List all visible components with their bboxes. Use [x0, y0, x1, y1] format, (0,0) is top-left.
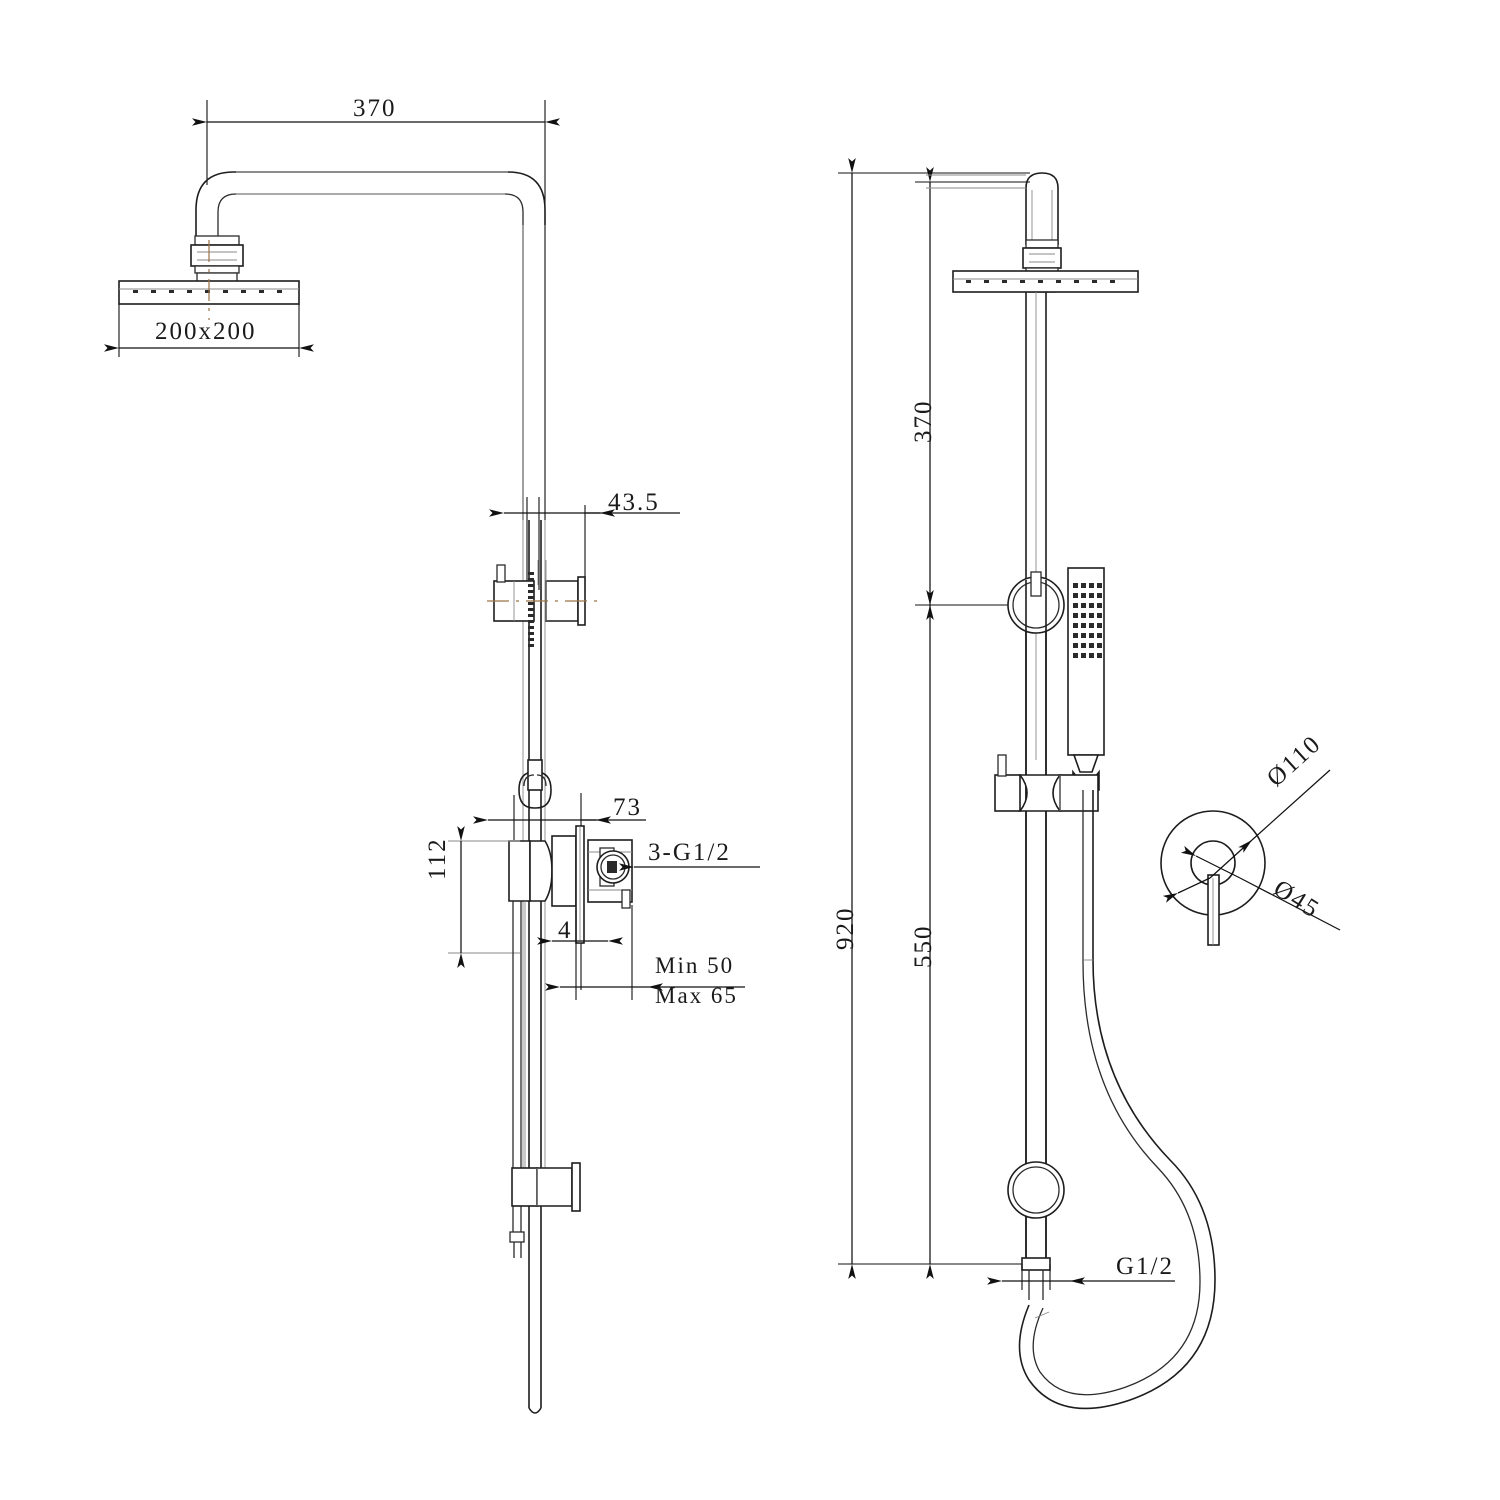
label-rail-height: 550	[910, 924, 937, 969]
swivel-joint	[190, 235, 244, 291]
side-elevation-view	[838, 158, 1216, 1410]
rain-shower-head-side	[952, 270, 1139, 293]
dimension-arm-reach	[192, 100, 560, 205]
bottom-outlet-elbow	[1021, 1257, 1051, 1300]
label-head-size: 200x200	[155, 318, 257, 345]
shower-arm	[195, 171, 546, 520]
lever-handle	[1207, 874, 1220, 946]
dimension-overall-height	[838, 158, 1030, 1279]
mixer-valve-body	[508, 825, 633, 944]
label-overall-height: 920	[832, 906, 859, 951]
hand-shower-spray-holes	[1073, 583, 1102, 658]
dimension-holder-projection	[489, 497, 680, 590]
label-valve-projection: 73	[613, 794, 642, 821]
slider-bracket-side	[994, 754, 1099, 812]
label-port-thread: 3-G1/2	[648, 839, 731, 866]
dimension-rough-in	[545, 905, 745, 1000]
label-rough-max: Max 65	[655, 983, 738, 1008]
label-head-height: 370	[910, 399, 937, 444]
label-arm-reach: 370	[353, 95, 397, 122]
hand-shower	[1067, 567, 1105, 791]
front-elevation-view	[104, 100, 760, 1414]
diverter-elbow	[518, 759, 552, 809]
label-inlet-thread: G1/2	[1116, 1253, 1174, 1280]
side-shower-arm	[926, 172, 1059, 245]
lower-rail-collar	[1007, 1161, 1065, 1219]
upper-rail-collar	[1007, 571, 1065, 1258]
dimension-head-height	[915, 167, 1035, 620]
nozzle-dots	[133, 290, 282, 293]
knurl-band	[528, 572, 534, 647]
leader-g12-inlet	[987, 1264, 1175, 1290]
leader-dia-110	[1162, 769, 1331, 903]
label-holder-projection: 43.5	[608, 489, 660, 516]
dimension-valve-height	[448, 826, 520, 968]
leader-dia-45	[1180, 845, 1341, 931]
label-rough-min: Min 50	[655, 953, 735, 978]
dimension-head-size	[104, 304, 314, 357]
flexible-hose	[1018, 790, 1216, 1410]
slider-bracket-front	[511, 1162, 581, 1212]
riser-rail	[522, 520, 546, 1414]
dimension-plate-thickness	[537, 910, 623, 950]
escutcheon-detail-view	[1160, 769, 1341, 946]
label-valve-height: 112	[424, 837, 451, 880]
label-plate-thickness: 4	[558, 917, 573, 944]
nozzle-dots-side	[966, 280, 1115, 283]
